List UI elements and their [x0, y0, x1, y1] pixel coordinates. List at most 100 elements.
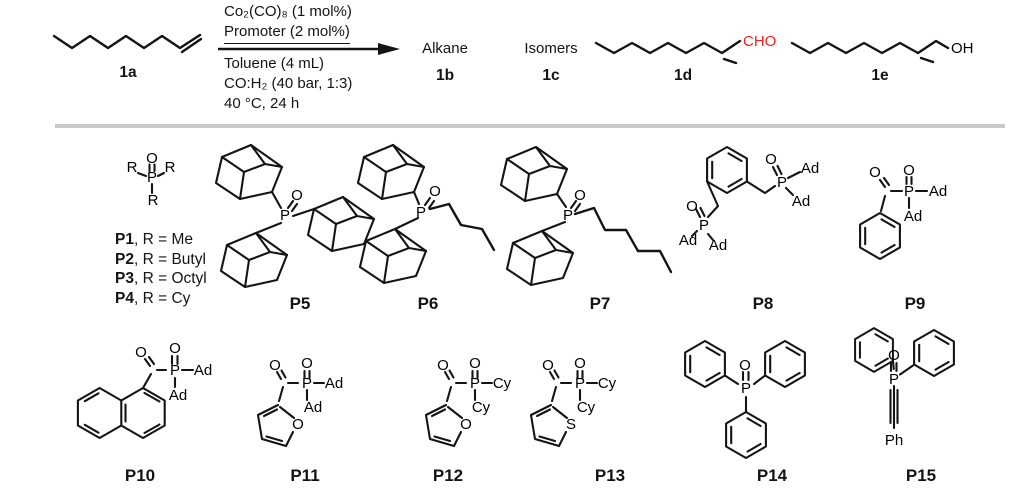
- structure-1a-octene: [52, 33, 203, 54]
- atom-O: O: [146, 150, 158, 167]
- atom-O-ring: O: [460, 416, 472, 433]
- structure-P11-furoyl-diadamantylphosphine-oxide: O P O Ad Ad O: [256, 355, 343, 448]
- label-P9: P9: [904, 294, 926, 313]
- atom-O: O: [903, 162, 915, 179]
- atom-O: O: [686, 198, 698, 215]
- structure-P14-triphenylphosphine-oxide: P O: [684, 339, 806, 460]
- group-Ad: Ad: [169, 387, 187, 404]
- group-Ad: Ad: [801, 160, 819, 177]
- group-Ad: Ad: [929, 183, 947, 200]
- label-P11: P11: [290, 466, 320, 485]
- group-Ad: Ad: [904, 208, 922, 225]
- group-Ad: Ad: [709, 237, 727, 254]
- atom-P: P: [777, 174, 787, 191]
- atom-O: O: [301, 355, 313, 372]
- label-1a: 1a: [119, 64, 137, 81]
- product-isomers-name: Isomers: [524, 40, 578, 57]
- generic-ligand-entry: P3, R = Octyl: [115, 270, 207, 287]
- atom-P: P: [170, 362, 180, 379]
- group-Cy: Cy: [577, 399, 596, 416]
- atom-O: O: [739, 357, 751, 374]
- structure-P5-triadamantylphosphine-oxide: P O: [214, 143, 376, 289]
- structure-P10-naphthoyl-diadamantylphosphine-oxide: O P O Ad Ad: [76, 340, 212, 440]
- atom-O: O: [574, 355, 586, 372]
- reaction-arrow: [218, 43, 400, 55]
- atom-O: O: [869, 164, 881, 181]
- label-P12: P12: [432, 466, 464, 485]
- atom-O: O: [135, 344, 147, 361]
- product-alkane-name: Alkane: [422, 40, 468, 57]
- atom-R: R: [165, 159, 176, 176]
- generic-ligand-entry: P4, R = Cy: [115, 289, 191, 307]
- atom-P: P: [741, 380, 751, 397]
- label-P13: P13: [594, 466, 626, 485]
- label-P15: P15: [905, 466, 937, 485]
- atom-S-ring: S: [566, 416, 576, 433]
- label-P10: P10: [124, 466, 156, 485]
- atom-O: O: [765, 151, 777, 168]
- atom-O: O: [574, 187, 586, 204]
- label-1c: 1c: [542, 67, 560, 84]
- conditions-above-arrow: Co₂(CO)₈ (1 mol%) Promoter (2 mol%): [224, 2, 352, 44]
- cho-group-text: CHO: [743, 33, 776, 50]
- label-1d: 1d: [673, 67, 693, 84]
- structure-P8-xylylene-bisphosphine-oxide: P O Ad Ad P O Ad Ad: [679, 145, 819, 254]
- atom-O: O: [429, 183, 441, 200]
- structure-generic-phosphine-oxide: O P R R R: [127, 150, 176, 209]
- solvent-line: Toluene (4 mL): [224, 55, 325, 72]
- generic-ligand-list: P1, R = Me P2, R = Butyl P3, R = Octyl P…: [115, 230, 207, 308]
- label-P8: P8: [752, 294, 774, 313]
- gas-line: CO:H₂ (40 bar, 1:3): [224, 75, 353, 92]
- temperature-line: 40 °C, 24 h: [224, 95, 300, 112]
- group-Cy: Cy: [493, 375, 512, 392]
- atom-P: P: [470, 375, 480, 392]
- structure-P13-thienoyl-dicyclohexylphosphine-oxide: O P O Cy Cy S: [529, 355, 617, 448]
- label-1b: 1b: [435, 67, 455, 84]
- structure-P12-furoyl-dicyclohexylphosphine-oxide: O P O Cy Cy O: [424, 355, 512, 448]
- atom-R: R: [127, 159, 138, 176]
- atom-O: O: [469, 355, 481, 372]
- atom-O: O: [437, 357, 449, 374]
- atom-P: P: [904, 183, 914, 200]
- label-1e: 1e: [871, 67, 889, 84]
- oh-group-text: OH: [951, 40, 974, 57]
- structure-P15-phenylethynyl-diphenylphosphine-oxide: P O Ph: [854, 327, 955, 449]
- atom-P: P: [280, 207, 290, 224]
- atom-O: O: [542, 357, 554, 374]
- atom-P: P: [889, 371, 899, 388]
- group-Ad: Ad: [679, 232, 697, 249]
- atom-P: P: [575, 375, 585, 392]
- group-Ph: Ph: [885, 432, 903, 449]
- atom-P: P: [699, 217, 709, 234]
- promoter-line: Promoter (2 mol%): [224, 22, 350, 44]
- label-P5: P5: [289, 294, 311, 313]
- conditions-below-arrow: Toluene (4 mL) CO:H₂ (40 bar, 1:3) 40 °C…: [224, 54, 352, 114]
- group-Cy: Cy: [598, 375, 617, 392]
- structure-1e-alcohol: OH: [790, 39, 974, 64]
- group-Ad: Ad: [325, 375, 343, 392]
- label-P7: P7: [589, 294, 611, 313]
- generic-ligand-entry: P1, R = Me: [115, 231, 193, 248]
- structure-1d-aldehyde: CHO: [594, 33, 776, 65]
- group-Ad: Ad: [792, 193, 810, 210]
- atom-P: P: [416, 204, 426, 221]
- catalyst-line: Co₂(CO)₈ (1 mol%): [224, 3, 352, 20]
- group-Ad: Ad: [194, 362, 212, 379]
- atom-P: P: [147, 169, 157, 186]
- structure-P7-diadamantylhexylphosphine-oxide: P O: [499, 145, 673, 287]
- atom-O: O: [169, 340, 181, 357]
- label-P6: P6: [417, 294, 439, 313]
- structure-P6-diadamantylbutylphosphine-oxide: P O: [356, 143, 496, 285]
- group-Ad: Ad: [304, 399, 322, 416]
- atom-O: O: [291, 187, 303, 204]
- atom-O-ring: O: [292, 416, 304, 433]
- generic-ligand-entry: P2, R = Butyl: [115, 250, 206, 268]
- atom-O: O: [888, 347, 900, 364]
- structure-P9-benzoyl-diadamantylphosphine-oxide: O P O Ad Ad: [859, 162, 947, 261]
- atom-P: P: [302, 375, 312, 392]
- atom-R: R: [148, 192, 159, 209]
- atom-O: O: [269, 357, 281, 374]
- atom-P: P: [563, 207, 573, 224]
- group-Cy: Cy: [472, 399, 491, 416]
